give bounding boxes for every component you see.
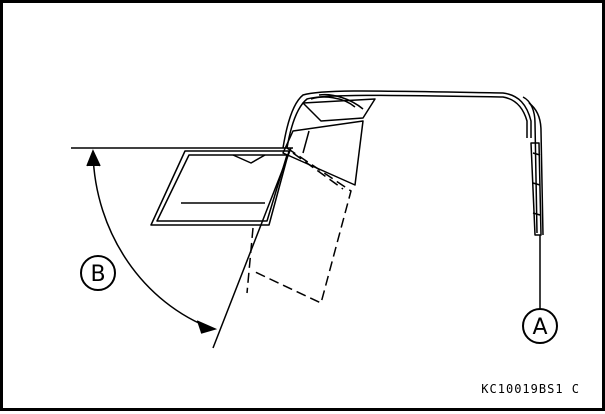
angle-arc xyxy=(86,149,218,334)
callout-a-label: A xyxy=(532,315,547,340)
figure-code: KC10019BS1 C xyxy=(481,382,580,396)
callout-a: A xyxy=(522,308,558,344)
lower-panel xyxy=(150,150,290,226)
cover-raised xyxy=(282,90,544,236)
callout-b-label: B xyxy=(90,262,105,287)
rotation-line xyxy=(212,147,292,349)
technical-drawing: A B xyxy=(71,90,558,349)
cover-lowered xyxy=(246,147,352,305)
callout-b: B xyxy=(80,255,116,291)
